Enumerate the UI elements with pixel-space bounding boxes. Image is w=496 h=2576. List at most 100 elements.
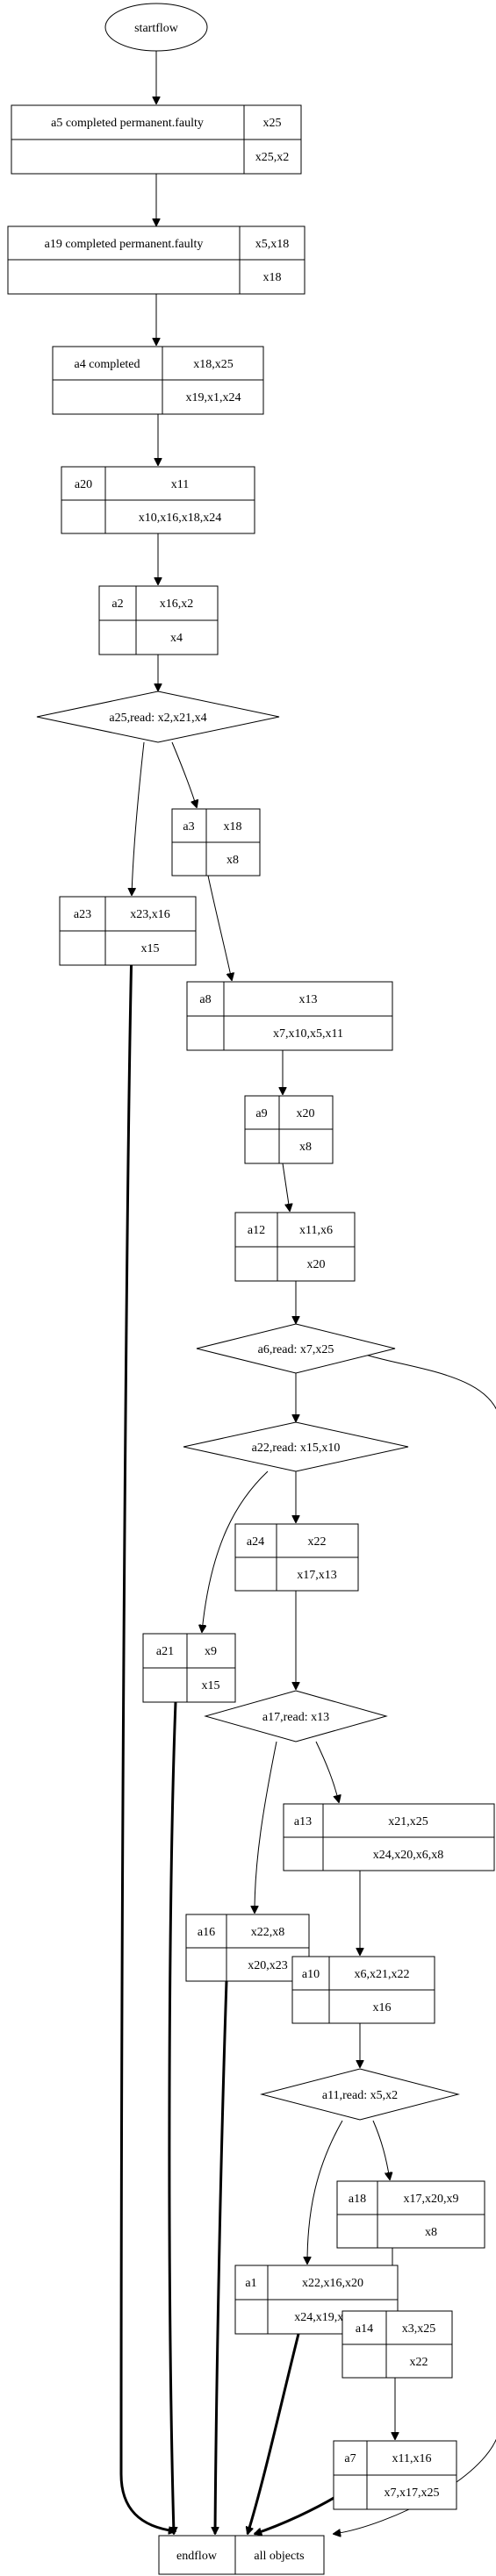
decision-a6: a6,read: x7,x25 bbox=[196, 1323, 396, 1374]
record-a19-name: a19 completed permanent.faulty bbox=[45, 238, 204, 251]
edge-a7-end bbox=[255, 2490, 345, 2534]
start-node: startflow bbox=[104, 3, 208, 52]
record-a1-top: x22,x16,x20 bbox=[302, 2277, 363, 2290]
decision-a22-label: a22,read: x15,x10 bbox=[252, 1442, 341, 1455]
record-a12: a12 x11,x6 x20 bbox=[234, 1212, 356, 1282]
decision-a11: a11,read: x5,x2 bbox=[260, 2068, 460, 2121]
decision-a11-label: a11,read: x5,x2 bbox=[322, 2089, 398, 2102]
record-a1-name: a1 bbox=[245, 2277, 256, 2290]
edge-a16-end bbox=[215, 1980, 228, 2534]
record-a20-bottom: x10,x16,x18,x24 bbox=[139, 512, 222, 525]
record-a13: a13 x21,x25 x24,x20,x6,x8 bbox=[283, 1803, 495, 1871]
decision-a6-label: a6,read: x7,x25 bbox=[258, 1343, 334, 1356]
record-a5-top: x25 bbox=[263, 117, 282, 130]
record-a10-bottom: x16 bbox=[373, 2001, 392, 2014]
record-a8-name: a8 bbox=[199, 993, 211, 1006]
edge-a9-a12 bbox=[282, 1163, 290, 1211]
edge-a17-a13 bbox=[315, 1741, 339, 1802]
record-a24-name: a24 bbox=[247, 1535, 264, 1549]
record-a3-top: x18 bbox=[224, 820, 242, 834]
record-a18: a18 x17,x20,x9 x8 bbox=[336, 2180, 485, 2249]
record-a14-bottom: x22 bbox=[410, 2356, 428, 2369]
record-a2-bottom: x4 bbox=[170, 632, 183, 645]
record-a12-top: x11,x6 bbox=[299, 1224, 333, 1237]
record-a2: a2 x16,x2 x4 bbox=[98, 585, 219, 655]
record-a9: a9 x20 x8 bbox=[244, 1095, 334, 1164]
record-a19: a19 completed permanent.faulty x5,x18 x1… bbox=[7, 225, 306, 295]
edge-a22-a21 bbox=[202, 1470, 269, 1632]
record-a13-top: x21,x25 bbox=[388, 1815, 428, 1828]
record-a2-name: a2 bbox=[111, 597, 123, 611]
record-a23-name: a23 bbox=[74, 908, 91, 921]
record-a3: a3 x18 x8 bbox=[171, 808, 261, 877]
record-a7: a7 x11,x16 x7,x17,x25 bbox=[333, 2440, 457, 2510]
record-a10: a10 x6,x21,x22 x16 bbox=[291, 1956, 435, 2024]
edges bbox=[119, 51, 496, 2534]
record-a12-bottom: x20 bbox=[307, 1258, 326, 1271]
record-a16-bottom: x20,x23 bbox=[248, 1959, 288, 1972]
start-label: startflow bbox=[134, 22, 179, 35]
record-a19-top: x5,x18 bbox=[255, 238, 290, 251]
record-a23: a23 x23,x16 x15 bbox=[59, 896, 197, 966]
record-a9-bottom: x8 bbox=[299, 1141, 312, 1154]
record-a5: a5 completed permanent.faulty x25 x25,x2 bbox=[11, 104, 302, 175]
edge-a21-end bbox=[168, 1701, 176, 2534]
record-a24-bottom: x17,x13 bbox=[297, 1569, 337, 1582]
record-a4-bottom: x19,x1,x24 bbox=[186, 391, 241, 404]
record-a8: a8 x13 x7,x10,x5,x11 bbox=[186, 981, 393, 1051]
end-right-label: all objects bbox=[254, 2550, 304, 2563]
record-a4: a4 completed x18,x25 x19,x1,x24 bbox=[52, 346, 264, 415]
record-a4-top: x18,x25 bbox=[193, 358, 234, 371]
record-a18-top: x17,x20,x9 bbox=[404, 2193, 459, 2206]
end-left-label: endflow bbox=[176, 2550, 218, 2563]
record-a16-top: x22,x8 bbox=[251, 1926, 285, 1939]
record-a20: a20 x11 x10,x16,x18,x24 bbox=[61, 466, 255, 534]
decision-a25: a25,read: x2,x21,x4 bbox=[36, 691, 280, 743]
record-a10-top: x6,x21,x22 bbox=[355, 1968, 410, 1981]
record-a3-name: a3 bbox=[183, 820, 194, 834]
record-a14-name: a14 bbox=[356, 2322, 373, 2336]
edge-a17-a16 bbox=[255, 1741, 277, 1913]
record-a7-top: x11,x16 bbox=[392, 2452, 432, 2465]
record-a5-name: a5 completed permanent.faulty bbox=[51, 117, 204, 130]
record-a7-bottom: x7,x17,x25 bbox=[385, 2487, 440, 2500]
record-a14-top: x3,x25 bbox=[402, 2322, 436, 2336]
record-a23-top: x23,x16 bbox=[130, 908, 170, 921]
decision-a22: a22,read: x15,x10 bbox=[183, 1421, 409, 1472]
record-a24: a24 x22 x17,x13 bbox=[234, 1523, 359, 1592]
decision-a17-label: a17,read: x13 bbox=[262, 1711, 329, 1724]
record-a9-name: a9 bbox=[255, 1107, 267, 1120]
record-a2-top: x16,x2 bbox=[160, 597, 194, 611]
record-a23-bottom: x15 bbox=[141, 942, 160, 955]
edge-a23-end bbox=[119, 945, 176, 2531]
record-a20-name: a20 bbox=[75, 478, 92, 491]
record-a5-bottom: x25,x2 bbox=[255, 151, 290, 164]
record-a24-top: x22 bbox=[308, 1535, 327, 1549]
record-a16: a16 x22,x8 x20,x23 bbox=[185, 1914, 310, 1982]
record-a21-bottom: x15 bbox=[202, 1679, 220, 1692]
record-a20-top: x11 bbox=[171, 478, 189, 491]
end-node: endflow all objects bbox=[158, 2535, 325, 2575]
edge-a25-a3 bbox=[171, 741, 197, 807]
decision-a25-label: a25,read: x2,x21,x4 bbox=[109, 712, 206, 725]
record-a16-name: a16 bbox=[198, 1926, 215, 1939]
record-a18-name: a18 bbox=[349, 2193, 366, 2206]
edge-a25-a23 bbox=[132, 741, 145, 895]
record-a7-name: a7 bbox=[344, 2452, 356, 2465]
edge-a6-all-objects bbox=[334, 1349, 496, 2534]
record-a8-bottom: x7,x10,x5,x11 bbox=[273, 1027, 343, 1041]
edge-a11-a18 bbox=[372, 2120, 390, 2179]
record-a13-bottom: x24,x20,x6,x8 bbox=[373, 1849, 444, 1862]
record-a4-name: a4 completed bbox=[74, 358, 140, 371]
record-a10-name: a10 bbox=[302, 1968, 320, 1981]
record-a18-bottom: x8 bbox=[425, 2226, 437, 2239]
record-a21: a21 x9 x15 bbox=[142, 1633, 236, 1703]
record-a12-name: a12 bbox=[248, 1224, 265, 1237]
edge-a3-a8 bbox=[207, 875, 232, 980]
record-a21-name: a21 bbox=[156, 1645, 174, 1658]
record-a8-top: x13 bbox=[299, 993, 318, 1006]
record-a3-bottom: x8 bbox=[226, 854, 239, 867]
record-a21-top: x9 bbox=[205, 1645, 217, 1658]
record-a19-bottom: x18 bbox=[263, 271, 282, 284]
